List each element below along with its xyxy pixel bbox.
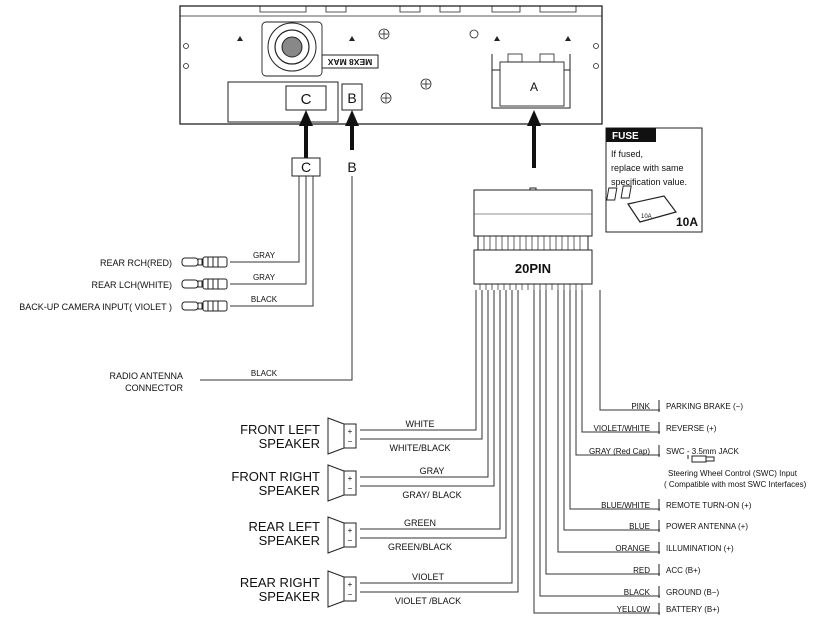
power-wire-color: YELLOW [617, 605, 651, 614]
rca-plug-icon [181, 278, 228, 290]
speakers [327, 417, 357, 608]
rca-input-label: REAR RCH(RED) [100, 258, 172, 268]
plug-c: C [291, 157, 321, 177]
plus-mark: + [348, 526, 353, 535]
plug-c-label: C [301, 159, 311, 175]
connector-c-socket: C [227, 81, 339, 123]
fuse-note: specification value. [611, 177, 687, 187]
screw-icon [183, 43, 599, 69]
power-wire-color: PINK [631, 402, 650, 411]
speaker-wire-color: GREEN [404, 518, 436, 528]
rca-input-label: BACK-UP CAMERA INPUT( VIOLET ) [19, 302, 172, 312]
power-wire-function: PARKING BRAKE (−) [666, 402, 743, 411]
speaker-name: FRONT RIGHT [231, 469, 320, 484]
rca-wire-color: GRAY [253, 251, 276, 260]
connector-c-label: C [301, 91, 312, 108]
power-wire-color: BLUE [629, 522, 650, 531]
speaker-wire-color: WHITE [406, 419, 435, 429]
speaker-name: REAR RIGHT [240, 575, 320, 590]
speaker-wiring [360, 290, 519, 593]
polarity-marks: + − + − + − + − [348, 427, 353, 599]
antenna-wire-color: BLACK [251, 369, 278, 378]
rca-plug-icon [181, 300, 228, 312]
fuse-title: FUSE [612, 131, 639, 142]
power-wire-function: REMOTE TURN-ON (+) [666, 501, 752, 510]
power-wiring [533, 290, 660, 614]
rca-plug-icon [181, 256, 228, 268]
speaker-name: SPEAKER [259, 436, 320, 451]
speaker-wire-color: GREEN/BLACK [388, 542, 452, 552]
antenna-label: CONNECTOR [125, 383, 183, 393]
power-wire-color: BLUE/WHITE [601, 501, 650, 510]
connector-b-socket: B [341, 83, 363, 111]
fuse-rating: 10A [676, 215, 698, 229]
harness-connector: 20PIN [473, 187, 593, 290]
power-wire-function: ACC (B+) [666, 566, 701, 575]
minus-mark: − [348, 484, 353, 493]
speaker-wire-color: VIOLET [412, 572, 445, 582]
power-wire-color: VIOLET/WHITE [594, 424, 650, 433]
speaker-icon [327, 417, 357, 455]
power-wire-function: BATTERY (B+) [666, 605, 720, 614]
rca-wiring [200, 176, 353, 381]
power-wire-color: BLACK [624, 588, 651, 597]
harness-label: 20PIN [515, 261, 551, 276]
cooling-fan-icon [261, 21, 323, 77]
speaker-name: REAR LEFT [248, 519, 320, 534]
connection-arrows [299, 110, 541, 168]
swc-note: ( Compatible with most SWC Interfaces) [664, 480, 807, 489]
rca-wire-color: GRAY [253, 273, 276, 282]
speaker-name: FRONT LEFT [240, 422, 320, 437]
speaker-wire-color: GRAY/ BLACK [402, 490, 461, 500]
plus-mark: + [348, 427, 353, 436]
speaker-name: SPEAKER [259, 483, 320, 498]
power-wire-function: GROUND (B−) [666, 588, 719, 597]
speaker-icon [327, 570, 357, 608]
minus-mark: − [348, 536, 353, 545]
plus-mark: + [348, 474, 353, 483]
minus-mark: − [348, 437, 353, 446]
rca-plugs [181, 256, 228, 312]
plug-b-label: B [347, 159, 356, 175]
speaker-wire-colors: WHITE WHITE/BLACK GRAY GRAY/ BLACK GREEN… [388, 419, 462, 606]
rca-input-label: REAR LCH(WHITE) [92, 280, 173, 290]
antenna-label: RADIO ANTENNA [109, 371, 183, 381]
fuse-note: If fused, [611, 149, 643, 159]
model-label: MEX8 MAX [327, 57, 372, 67]
minus-mark: − [348, 590, 353, 599]
swc-jack-icon [687, 455, 715, 463]
plus-mark: + [348, 580, 353, 589]
fuse-info-box: FUSE If fused, replace with same specifi… [605, 127, 703, 233]
speaker-name: SPEAKER [259, 589, 320, 604]
power-wire-function: REVERSE (+) [666, 424, 717, 433]
head-unit: MEX8 MAX A C B [179, 5, 603, 125]
fuse-note: replace with same [611, 163, 684, 173]
speaker-icon [327, 464, 357, 502]
power-wire-function: SWC - 3.5mm JACK [666, 447, 740, 456]
power-wire-function: ILLUMINATION (+) [666, 544, 734, 553]
power-wire-color: ORANGE [615, 544, 650, 553]
speaker-icon [327, 516, 357, 554]
fuse-icon: 10A [606, 185, 678, 223]
speaker-wire-color: GRAY [420, 466, 445, 476]
connector-a-socket: A [491, 53, 571, 109]
power-wire-color: RED [633, 566, 650, 575]
power-wire-labels: PINK PARKING BRAKE (−) VIOLET/WHITE REVE… [589, 400, 752, 615]
connector-a-label: A [530, 80, 538, 94]
power-wire-color: GRAY (Red Cap) [589, 447, 650, 456]
speaker-labels: FRONT LEFT SPEAKER FRONT RIGHT SPEAKER R… [231, 422, 320, 604]
speaker-wire-color: WHITE/BLACK [389, 443, 450, 453]
swc-note: Steering Wheel Control (SWC) Input [668, 469, 798, 478]
power-wire-function: POWER ANTENNA (+) [666, 522, 748, 531]
rca-wire-color: BLACK [251, 295, 278, 304]
fuse-small-rating: 10A [641, 214, 652, 220]
speaker-name: SPEAKER [259, 533, 320, 548]
speaker-wire-color: VIOLET /BLACK [395, 596, 461, 606]
connector-b-label: B [347, 90, 356, 106]
